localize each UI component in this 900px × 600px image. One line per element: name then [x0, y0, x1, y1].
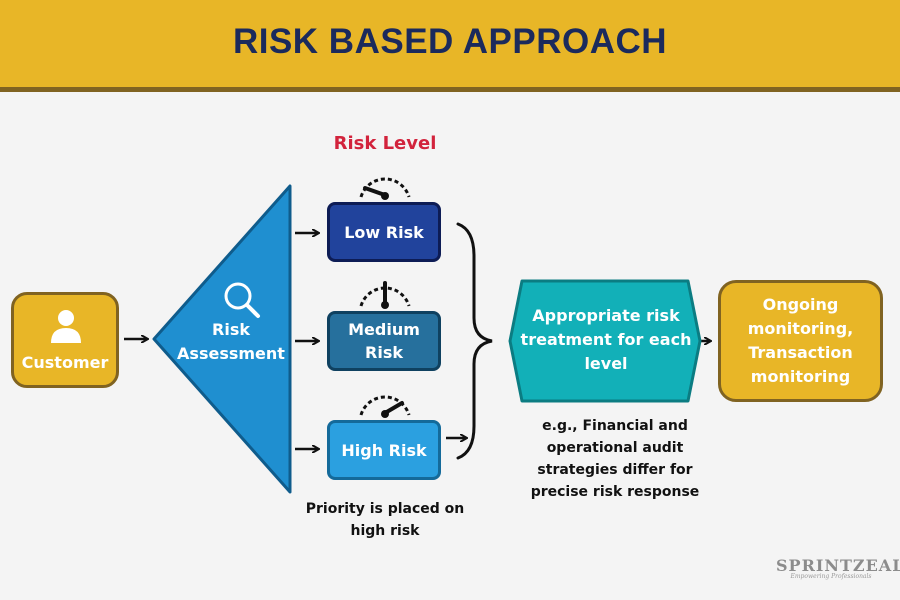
- medium-risk-label: Medium Risk: [348, 320, 420, 362]
- monitoring-label: Ongoing monitoring, Transaction monitori…: [747, 295, 854, 386]
- gauge-icon-medium: [359, 281, 411, 309]
- treatment-label: Appropriate risk treatment for each leve…: [520, 306, 692, 373]
- risk-assessment-label: Risk Assessment: [177, 320, 285, 363]
- risk-level-title: Risk Level: [333, 133, 437, 154]
- curly-brace: [456, 222, 493, 460]
- low-risk-box: Low Risk: [327, 202, 441, 262]
- high-risk-label: High Risk: [341, 440, 427, 460]
- logo-name: SPRINTZEAL: [776, 556, 900, 575]
- header-banner: RISK BASED APPROACH: [0, 0, 900, 92]
- magnifier-icon: [224, 282, 260, 318]
- medium-risk-box: Medium Risk: [327, 311, 441, 371]
- priority-note: Priority is placed on high risk: [305, 501, 465, 539]
- gauge-icon-low: [359, 177, 411, 200]
- treatment-note: e.g., Financial and operational audit st…: [530, 418, 700, 500]
- sprintzeal-logo: SPRINTZEAL Empowering Professionals: [776, 556, 900, 580]
- gauge-icon-high: [359, 395, 411, 418]
- treatment-banner: [508, 279, 702, 403]
- high-risk-box: High Risk: [327, 420, 441, 480]
- risk-assessment-triangle: [152, 184, 292, 494]
- page-title: RISK BASED APPROACH: [232, 22, 668, 61]
- customer-label: Customer: [21, 353, 109, 372]
- user-icon: [51, 310, 81, 343]
- logo-tagline: Empowering Professionals: [790, 573, 872, 580]
- low-risk-label: Low Risk: [344, 222, 424, 242]
- monitoring-box: Ongoing monitoring, Transaction monitori…: [718, 280, 883, 402]
- customer-box: Customer: [11, 292, 119, 388]
